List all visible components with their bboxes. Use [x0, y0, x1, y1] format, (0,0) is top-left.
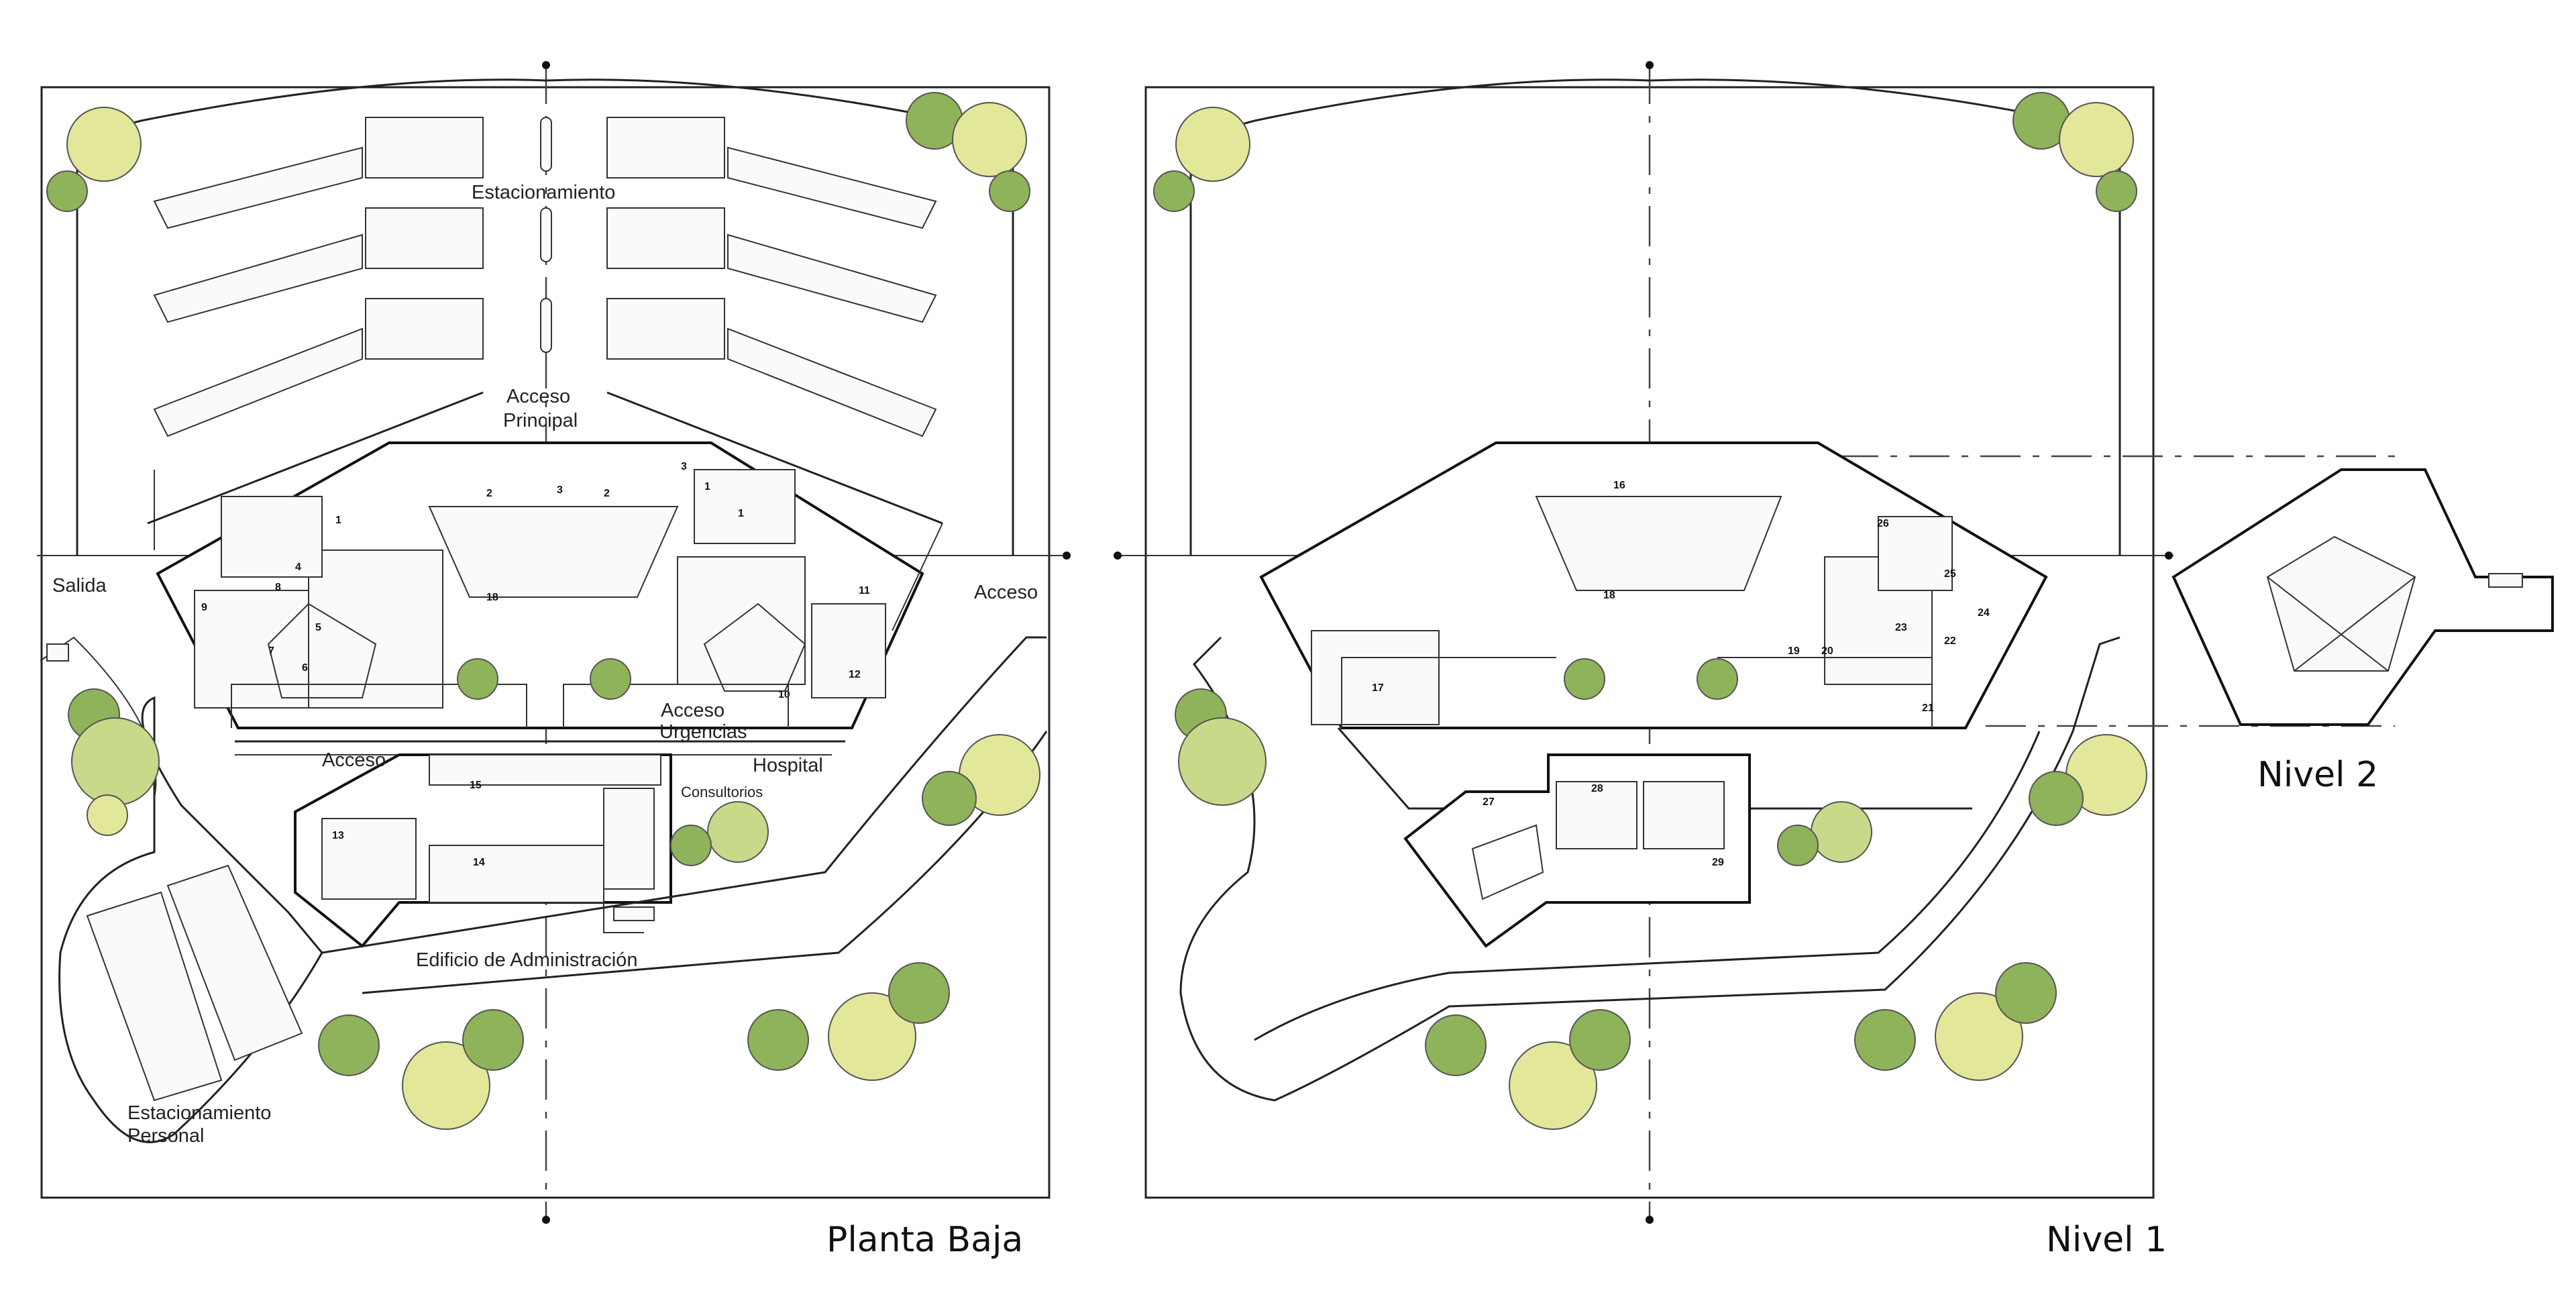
pb-label-estac-personal-1: Estacionamiento: [127, 1102, 271, 1124]
svg-text:23: 23: [1895, 622, 1907, 633]
svg-text:29: 29: [1712, 857, 1724, 868]
pb-label-hospital: Hospital: [753, 755, 823, 776]
pb-central-hall: [428, 506, 679, 598]
pb-label-acceso-urgencias-2: Urgencias: [659, 721, 747, 743]
svg-text:3: 3: [557, 484, 563, 496]
svg-text:2: 2: [486, 488, 492, 499]
title-planta-baja: Planta Baja: [826, 1220, 1023, 1260]
svg-text:21: 21: [1922, 702, 1934, 714]
pb-hospital-building: 18 2 2 3 3 11 12 10 9 7 8 1 1 1 4 6 5: [156, 441, 924, 729]
nivel-2-sheet: [2171, 468, 2554, 726]
svg-text:12: 12: [849, 669, 861, 680]
svg-text:17: 17: [1372, 682, 1384, 694]
svg-text:5: 5: [315, 622, 321, 633]
pb-axis-marker-right: [1063, 552, 1071, 560]
pb-label-acceso-left: Acceso: [322, 749, 386, 771]
nivel-1-sheet: 16 17 18 19 20 21 22 23 24 25 26 27 28 2…: [1114, 61, 2395, 1224]
pb-parking-main: [147, 117, 943, 525]
svg-text:15: 15: [470, 780, 482, 791]
svg-text:8: 8: [275, 582, 281, 593]
pb-label-acceso-principal-1: Acceso: [506, 386, 570, 407]
svg-text:9: 9: [201, 602, 207, 613]
trees: [46, 92, 2147, 1130]
pb-label-acceso-right: Acceso: [974, 582, 1038, 603]
svg-text:1: 1: [738, 508, 744, 519]
svg-text:18: 18: [1603, 590, 1615, 601]
pb-label-salida: Salida: [52, 575, 107, 596]
svg-text:13: 13: [332, 830, 344, 841]
svg-text:27: 27: [1483, 796, 1495, 808]
pb-label-consultorios: Consultorios: [681, 784, 763, 800]
svg-text:22: 22: [1944, 635, 1956, 647]
pb-label-estacionamiento: Estacionamiento: [472, 182, 615, 203]
planta-baja-sheet: 18 2 2 3 3 11 12 10 9 7 8 1 1 1 4 6 5: [37, 61, 1071, 1224]
pb-label-acceso-urgencias-1: Acceso: [661, 700, 724, 721]
svg-text:16: 16: [1613, 480, 1625, 491]
svg-text:7: 7: [268, 645, 274, 657]
svg-text:11: 11: [859, 585, 870, 596]
svg-text:26: 26: [1877, 518, 1889, 529]
pb-parking-staff: [40, 636, 323, 1143]
pb-label-estac-personal-2: Personal: [127, 1125, 204, 1147]
svg-text:19: 19: [1788, 645, 1800, 657]
title-nivel-2: Nivel 2: [2257, 755, 2378, 795]
svg-text:20: 20: [1821, 645, 1833, 657]
svg-text:1: 1: [704, 481, 710, 492]
svg-text:6: 6: [302, 662, 308, 674]
pb-axis-marker-bottom: [542, 1216, 550, 1224]
pb-label-acceso-principal-2: Principal: [503, 410, 578, 431]
pb-axis-marker-top: [542, 61, 550, 69]
pb-label-edificio-admin: Edificio de Administración: [416, 949, 637, 971]
title-nivel-1: Nivel 1: [2046, 1220, 2167, 1260]
svg-text:18: 18: [486, 592, 498, 603]
pb-admin-building: 15 14 13: [294, 753, 672, 948]
svg-text:3: 3: [681, 461, 687, 472]
svg-text:10: 10: [778, 689, 790, 700]
svg-text:1: 1: [335, 515, 341, 526]
svg-text:2: 2: [604, 488, 610, 499]
svg-text:25: 25: [1944, 568, 1956, 580]
pb-courtyard: [231, 684, 789, 728]
svg-text:28: 28: [1591, 783, 1603, 794]
svg-text:24: 24: [1978, 607, 1990, 619]
svg-text:14: 14: [473, 857, 485, 868]
svg-text:4: 4: [295, 562, 301, 573]
